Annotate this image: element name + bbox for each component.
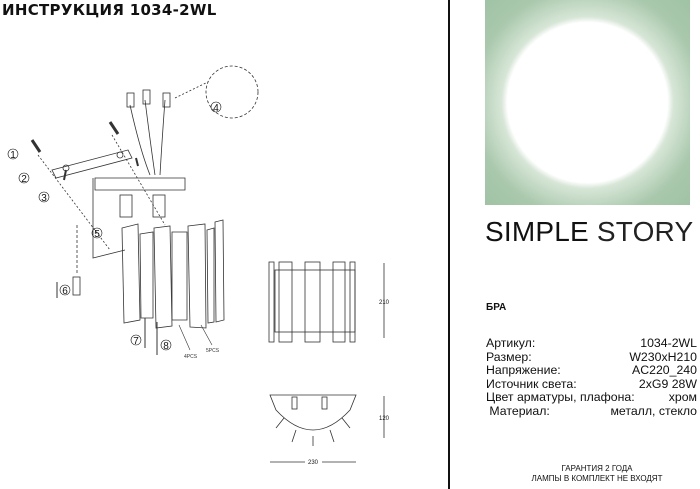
step-3: 3 <box>38 191 50 204</box>
svg-text:5: 5 <box>94 229 100 240</box>
spec-row-material: Материал: металл, стекло <box>486 404 697 419</box>
step-8: 8 <box>160 339 172 352</box>
step-5: 5 <box>91 227 103 240</box>
spec-label: Материал: <box>486 404 550 418</box>
spec-row-light-source: Источник света: 2xG9 28W <box>486 376 697 392</box>
lamp-holder <box>152 194 166 218</box>
step-6: 6 <box>59 284 71 297</box>
spec-row-article: Артикул: 1034-2WL <box>486 336 697 351</box>
spec-row-color: Цвет арматуры, плафона: хром <box>486 391 697 405</box>
spec-label: Напряжение: <box>486 363 561 378</box>
frame-back <box>92 178 126 259</box>
svg-text:6: 6 <box>62 286 68 297</box>
pcs5-label: 5PCS <box>206 348 220 354</box>
spec-value: AC220_240 <box>632 363 697 378</box>
spec-row-size: Размер: W230xH210 <box>486 349 697 365</box>
brand-name-part2: STORY <box>596 216 694 247</box>
frame-top <box>94 177 186 191</box>
step-4: 4 <box>210 101 222 114</box>
spec-value: W230xH210 <box>629 349 697 364</box>
front-view <box>268 261 356 343</box>
pcs4-label: 4PCS <box>184 354 198 360</box>
warranty-note: ГАРАНТИЯ 2 ГОДА <box>561 464 633 473</box>
svg-text:4: 4 <box>213 103 219 114</box>
detail-callout <box>205 65 259 119</box>
brand-logo-panel <box>485 0 690 205</box>
brand-name-part1: SIMPLE <box>485 216 589 247</box>
mounting-hole <box>116 151 124 159</box>
dimension-height: 210 <box>379 300 390 306</box>
assembly-diagram: 1 2 3 4 5 6 7 8 4PCS 5PCS 210 120 230 <box>7 65 390 466</box>
product-type: БРА <box>486 302 507 313</box>
spec-row-voltage: Напряжение: AC220_240 <box>486 364 697 378</box>
mounting-plate <box>51 149 133 179</box>
dimension-width: 230 <box>308 460 319 466</box>
svg-text:8: 8 <box>163 341 169 352</box>
svg-text:2: 2 <box>21 174 27 185</box>
top-view <box>269 394 357 446</box>
spec-label: Артикул: <box>486 336 536 350</box>
footer-notes: ГАРАНТИЯ 2 ГОДА ЛАМПЫ В КОМПЛЕКТ НЕ ВХОД… <box>497 464 697 484</box>
screw <box>63 157 139 181</box>
dowel <box>30 121 120 153</box>
svg-text:3: 3 <box>41 193 47 204</box>
page-title: ИНСТРУКЦИЯ 1034-2WL <box>2 1 217 19</box>
spec-value: 1034-2WL <box>640 336 697 350</box>
spec-label: Размер: <box>486 349 532 364</box>
dimension-depth: 120 <box>379 416 390 422</box>
spec-value: металл, стекло <box>610 404 697 418</box>
vertical-divider <box>448 0 450 489</box>
spec-label: Источник света: <box>486 376 577 391</box>
svg-text:1: 1 <box>10 150 16 161</box>
svg-text:7: 7 <box>133 336 139 347</box>
lamps-note: ЛАМПЫ В КОМПЛЕКТ НЕ ВХОДЯТ <box>531 474 663 483</box>
glass-plates <box>121 219 225 329</box>
lamp-holder <box>119 194 133 218</box>
step-1: 1 <box>7 148 19 161</box>
spec-value: 2xG9 28W <box>638 376 697 391</box>
g9-bulb <box>72 276 81 296</box>
spec-label: Цвет арматуры, плафона: <box>486 390 635 405</box>
step-7: 7 <box>130 334 142 347</box>
step-2: 2 <box>18 172 30 185</box>
spec-value: хром <box>668 390 697 405</box>
brand-name: SIMPLE STORY <box>485 216 693 248</box>
